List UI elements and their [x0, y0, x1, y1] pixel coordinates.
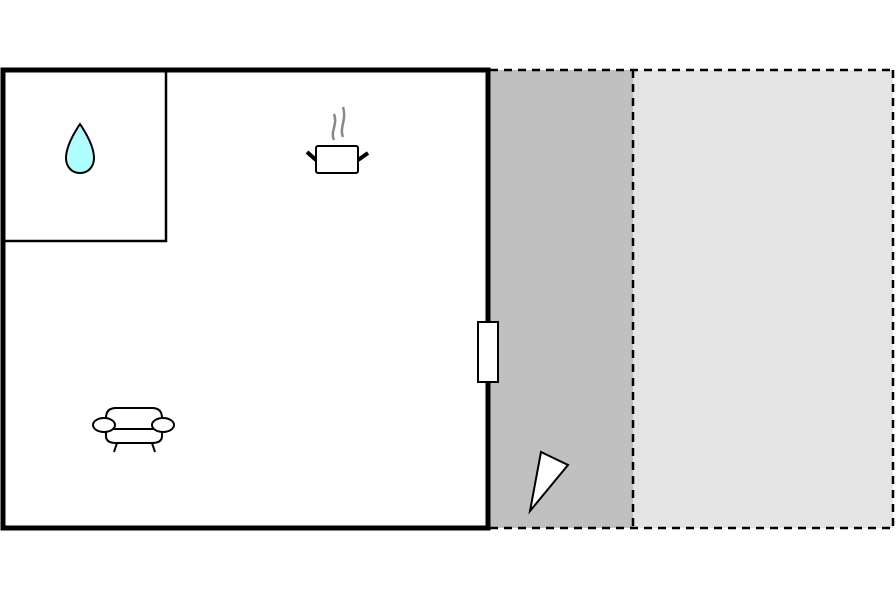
sofa-icon — [92, 407, 175, 453]
zone-dashed-border — [490, 68, 895, 530]
room-bathroom — [1, 68, 168, 243]
zone-light — [633, 70, 893, 528]
door-icon[interactable] — [477, 321, 499, 383]
direction-marker-icon — [528, 450, 570, 515]
zone-dark — [490, 70, 633, 528]
cooking-pot-icon — [305, 106, 370, 174]
water-drop-icon — [64, 122, 96, 175]
